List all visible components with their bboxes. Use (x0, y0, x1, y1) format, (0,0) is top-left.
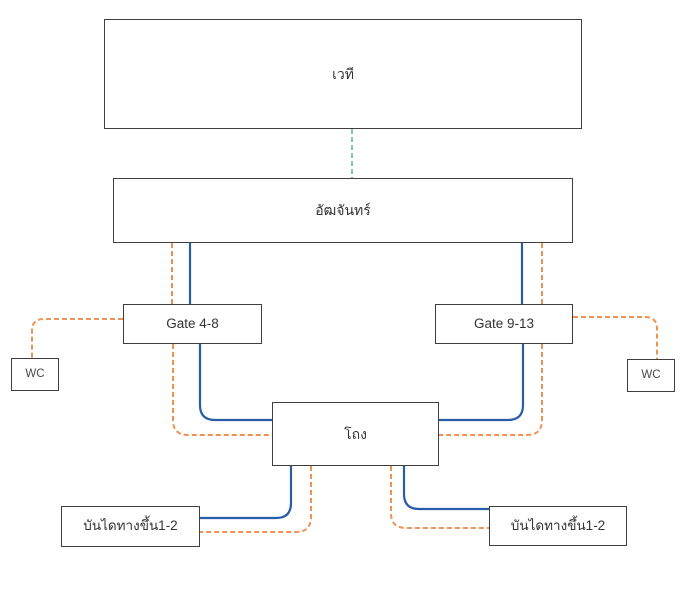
node-wc-left: WC (11, 358, 59, 391)
node-wc-left-label: WC (25, 367, 45, 380)
edge-blue-hall-stairsright (402, 466, 489, 511)
node-gate-4-8: Gate 4-8 (123, 304, 262, 344)
node-gate-4-8-label: Gate 4-8 (166, 315, 219, 331)
node-stairs-right-label: บันไดทางขึ้น1-2 (510, 517, 606, 533)
edge-orange-gate913-wcright (573, 316, 658, 359)
node-stairs-left: บันไดทางขึ้น1-2 (61, 506, 200, 547)
edge-orange-gate913-hall (439, 344, 543, 436)
edge-orange-hall-stairsleft (200, 466, 312, 533)
node-gate-9-13: Gate 9-13 (435, 304, 573, 344)
edge-blue-gate913-hall (439, 344, 525, 422)
node-stairs-left-label: บันไดทางขึ้น1-2 (83, 518, 178, 534)
edge-orange-hall-stairsright (390, 466, 489, 529)
node-wc-right: WC (627, 359, 675, 392)
node-hall: โถง (272, 402, 439, 466)
edge-blue-gate48-hall (198, 344, 272, 422)
node-wc-right-label: WC (641, 368, 661, 381)
node-stage-label: เวที (332, 65, 354, 82)
edge-orange-gate48-wcleft (31, 318, 123, 358)
node-hall-label: โถง (344, 425, 367, 442)
node-grandstand-label: อัฒจันทร์ (315, 202, 371, 219)
edge-orange-gate48-hall (172, 344, 272, 436)
node-stage: เวที (104, 19, 582, 129)
node-gate-9-13-label: Gate 9-13 (473, 315, 535, 331)
node-grandstand: อัฒจันทร์ (113, 178, 573, 243)
edge-blue-hall-stairsleft (200, 466, 293, 520)
node-stairs-right: บันไดทางขึ้น1-2 (489, 506, 627, 546)
